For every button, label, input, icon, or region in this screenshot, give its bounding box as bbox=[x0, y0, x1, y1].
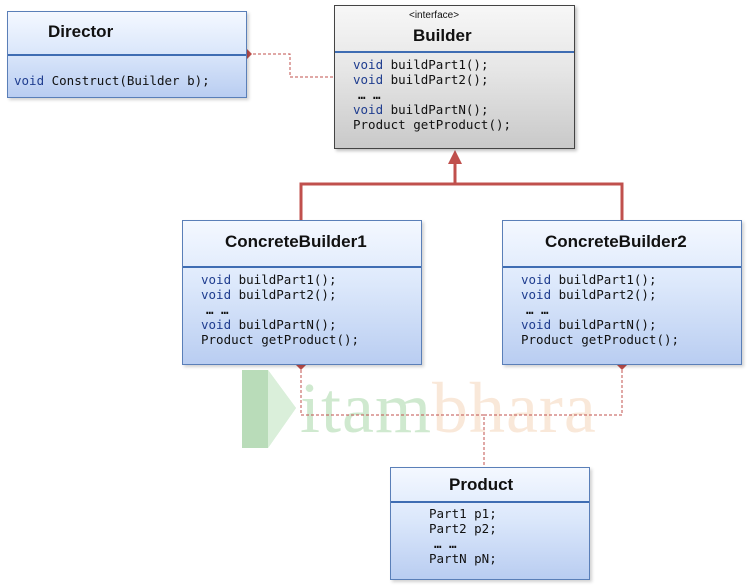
concrete-builder-1-header bbox=[183, 221, 421, 268]
concrete-builder-2-class: ConcreteBuilder2 void buildPart1(); void… bbox=[502, 220, 742, 365]
product-header bbox=[391, 468, 589, 503]
concrete-builder-1-class: ConcreteBuilder1 void buildPart1(); void… bbox=[182, 220, 422, 365]
director-class: Director void Construct(Builder b); bbox=[7, 11, 247, 98]
member-ellipsis: … … bbox=[206, 302, 229, 317]
keyword-void: void bbox=[353, 57, 384, 72]
cb2-product-association bbox=[484, 370, 623, 416]
builder-interface: <interface> Builder void buildPart1(); v… bbox=[334, 5, 575, 149]
member-line: Product getProduct(); bbox=[353, 117, 512, 132]
builder-header bbox=[335, 6, 574, 53]
keyword-void: void bbox=[14, 73, 45, 88]
arrow-logo-icon bbox=[242, 370, 296, 448]
member-line: void buildPartN(); bbox=[521, 317, 657, 332]
director-header bbox=[8, 12, 246, 56]
director-builder-association bbox=[248, 53, 334, 78]
director-members: void Construct(Builder b); bbox=[14, 73, 210, 88]
member-ellipsis: … … bbox=[358, 87, 381, 102]
watermark: itambhara bbox=[238, 360, 708, 460]
member-ellipsis: … … bbox=[434, 536, 457, 551]
keyword-void: void bbox=[521, 317, 552, 332]
inheritance-line-concrete-builder-1 bbox=[299, 163, 457, 220]
concrete-builder-1-members: void buildPart1(); void buildPart2(); … … bbox=[201, 272, 359, 347]
keyword-void: void bbox=[201, 272, 232, 287]
member-line: Part2 p2; bbox=[429, 521, 497, 536]
member-line: Product getProduct(); bbox=[521, 332, 680, 347]
inheritance-arrowhead bbox=[448, 150, 462, 164]
watermark-text-green: itam bbox=[300, 368, 432, 448]
concrete-builder-1-title: ConcreteBuilder1 bbox=[225, 232, 367, 251]
member-line: Part1 p1; bbox=[429, 506, 497, 521]
keyword-void: void bbox=[353, 72, 384, 87]
concrete-builder-2-title: ConcreteBuilder2 bbox=[545, 232, 687, 251]
member-line: void buildPart2(); bbox=[201, 287, 337, 302]
keyword-void: void bbox=[521, 272, 552, 287]
builder-stereotype: <interface> bbox=[409, 10, 460, 21]
member-ellipsis: … … bbox=[526, 302, 549, 317]
member-line: void buildPart2(); bbox=[353, 72, 489, 87]
keyword-void: void bbox=[353, 102, 384, 117]
member-line: PartN pN; bbox=[429, 551, 497, 566]
watermark-text: itambhara bbox=[300, 368, 597, 448]
keyword-void: void bbox=[201, 317, 232, 332]
member-line: Product getProduct(); bbox=[201, 332, 360, 347]
product-title: Product bbox=[449, 475, 514, 494]
member-line: void buildPartN(); bbox=[353, 102, 489, 117]
member-line: void buildPart1(); bbox=[521, 272, 657, 287]
product-class: Product Part1 p1; Part2 p2; … … PartN pN… bbox=[390, 467, 590, 580]
keyword-void: void bbox=[521, 287, 552, 302]
cb1-product-association bbox=[300, 370, 485, 467]
builder-title: Builder bbox=[413, 26, 472, 45]
director-title: Director bbox=[48, 22, 114, 41]
member-line: void buildPart2(); bbox=[521, 287, 657, 302]
builder-members: void buildPart1(); void buildPart2(); … … bbox=[353, 57, 511, 132]
concrete-builder-2-members: void buildPart1(); void buildPart2(); … … bbox=[521, 272, 679, 347]
member-line: void buildPart1(); bbox=[353, 57, 489, 72]
watermark-text-orange: bhara bbox=[431, 368, 597, 448]
product-members: Part1 p1; Part2 p2; … … PartN pN; bbox=[429, 506, 497, 566]
member-line: void Construct(Builder b); bbox=[14, 73, 210, 88]
inheritance-line-concrete-builder-2 bbox=[455, 182, 624, 220]
member-line: void buildPart1(); bbox=[201, 272, 337, 287]
member-line: void buildPartN(); bbox=[201, 317, 337, 332]
keyword-void: void bbox=[201, 287, 232, 302]
concrete-builder-2-header bbox=[503, 221, 741, 268]
